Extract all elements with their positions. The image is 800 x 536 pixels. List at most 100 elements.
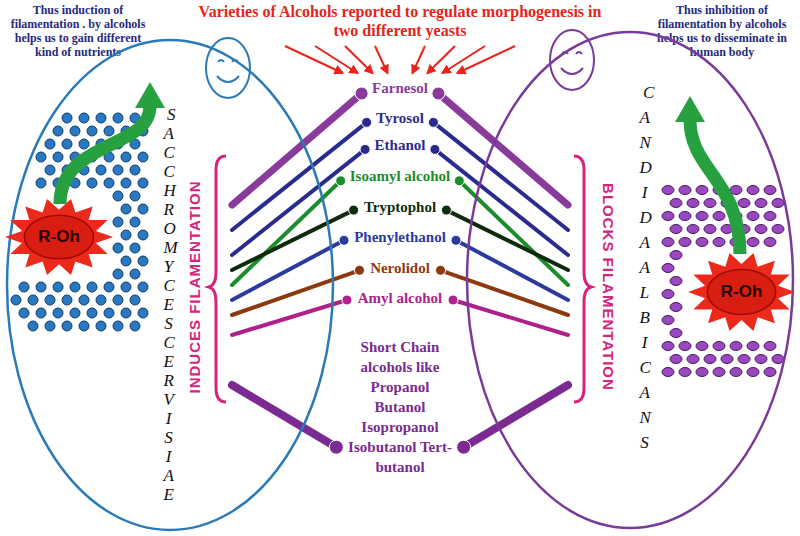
green-curved-arrow bbox=[675, 96, 740, 254]
cell-dot bbox=[662, 316, 674, 325]
stick-line bbox=[446, 210, 568, 270]
stick-ball bbox=[451, 235, 461, 245]
alcohol-name: Tyrosol bbox=[374, 108, 426, 128]
cell-dot bbox=[662, 186, 674, 195]
pointer-arrow bbox=[428, 46, 456, 73]
alcohol-stick bbox=[430, 144, 568, 255]
stick-ball bbox=[349, 205, 359, 215]
cell-dot bbox=[87, 282, 97, 292]
cell-dot bbox=[130, 191, 140, 201]
cell-dot bbox=[747, 342, 759, 351]
cell-dot bbox=[730, 342, 742, 351]
cell-dot bbox=[36, 308, 46, 318]
alcohol-name: Phenylethanol bbox=[352, 227, 448, 247]
alcohol-text: Tyrosol bbox=[376, 108, 424, 128]
stick-ball bbox=[436, 265, 446, 275]
alcohol-text: Amyl alcohol bbox=[358, 288, 443, 308]
cell-dot bbox=[772, 355, 784, 364]
cell-dot bbox=[70, 308, 80, 318]
stick-ball bbox=[430, 144, 440, 154]
cell-dot bbox=[730, 368, 742, 377]
cell-dot bbox=[738, 199, 750, 208]
alcohol-stick bbox=[232, 295, 352, 335]
cell-dot bbox=[130, 165, 140, 175]
stick-ball bbox=[432, 87, 445, 100]
cell-dot bbox=[87, 308, 97, 318]
cell-dot bbox=[62, 295, 72, 305]
cell-dot bbox=[53, 282, 63, 292]
cell-dot bbox=[45, 321, 55, 331]
alcohol-stick bbox=[232, 265, 365, 315]
stick-line bbox=[456, 240, 568, 300]
alcohol-stick bbox=[441, 205, 568, 270]
smiley-face bbox=[206, 38, 250, 98]
alcohol-name: Isoamyl alcohol bbox=[348, 166, 452, 186]
cell-dot bbox=[679, 368, 691, 377]
cell-dot bbox=[79, 295, 89, 305]
cell-dot bbox=[764, 238, 776, 247]
cell-dot bbox=[679, 186, 691, 195]
alcohol-name: Amyl alcohol bbox=[356, 288, 445, 308]
species-ellipse: CANDIDA ALBICANSBLOCKS FILAMENTATIONR-Oh bbox=[465, 30, 795, 530]
stick-line bbox=[464, 385, 568, 447]
alcohol-name: Ethanol bbox=[373, 135, 428, 155]
pointer-arrow bbox=[285, 46, 343, 73]
arrow-band bbox=[60, 106, 150, 204]
stick-ball bbox=[428, 117, 438, 127]
alcohol-text: Tryptophol bbox=[364, 197, 436, 217]
cell-dot bbox=[670, 199, 682, 208]
cell-dot bbox=[121, 282, 131, 292]
alcohol-text: Isoamyl alcohol bbox=[350, 166, 450, 186]
effect-label: INDUCES FILAMENTATION bbox=[186, 181, 204, 394]
cell-dot bbox=[62, 321, 72, 331]
cell-dot bbox=[662, 238, 674, 247]
face-features bbox=[217, 60, 239, 82]
cell-dot bbox=[764, 186, 776, 195]
cell-dot bbox=[130, 217, 140, 227]
cell-dot bbox=[662, 342, 674, 351]
cell-dot bbox=[679, 238, 691, 247]
green-curved-arrow bbox=[60, 82, 165, 204]
alcohol-name: Nerolidol bbox=[368, 258, 432, 278]
cell-dot bbox=[19, 308, 29, 318]
alcohol-symbol: R-Oh bbox=[688, 252, 795, 332]
alcohol-stick bbox=[448, 295, 568, 335]
stick-line bbox=[232, 94, 362, 206]
curly-brace bbox=[209, 156, 226, 402]
cell-dot bbox=[113, 191, 123, 201]
alcohol-text: Ethanol bbox=[375, 135, 426, 155]
cell-dot bbox=[713, 212, 725, 221]
alcohol-stick bbox=[436, 265, 569, 315]
cell-dots bbox=[662, 186, 784, 377]
cell-dot bbox=[679, 342, 691, 351]
cell-dot bbox=[36, 178, 46, 188]
cell-dot bbox=[696, 368, 708, 377]
pointer-arrow bbox=[458, 46, 516, 73]
stick-ball bbox=[329, 440, 343, 454]
cell-dot bbox=[121, 256, 131, 266]
cell-dot bbox=[696, 186, 708, 195]
cell-dot bbox=[662, 368, 674, 377]
cell-dot bbox=[138, 308, 148, 318]
cell-dot bbox=[662, 264, 674, 273]
cell-dot bbox=[53, 126, 63, 136]
cell-dot bbox=[130, 321, 140, 331]
alcohol-stick bbox=[232, 87, 368, 205]
alcohol-stick bbox=[232, 144, 370, 255]
cell-dot bbox=[687, 199, 699, 208]
cell-dot bbox=[28, 295, 38, 305]
starburst-rays bbox=[688, 253, 795, 331]
cell-dot bbox=[696, 212, 708, 221]
arrow-band bbox=[690, 120, 740, 254]
cell-dot bbox=[113, 321, 123, 331]
stick-ball bbox=[362, 117, 372, 127]
pointer-arrow bbox=[375, 46, 388, 73]
alcohol-name: Short Chain alcohols like Propanol Butan… bbox=[346, 337, 454, 477]
cell-dot bbox=[19, 282, 29, 292]
cell-dot bbox=[45, 165, 55, 175]
alcohol-text: Nerolidol bbox=[370, 258, 430, 278]
cell-dot bbox=[104, 282, 114, 292]
cell-dot bbox=[130, 269, 140, 279]
cell-dot bbox=[121, 204, 131, 214]
alcohol-stick bbox=[232, 205, 359, 270]
